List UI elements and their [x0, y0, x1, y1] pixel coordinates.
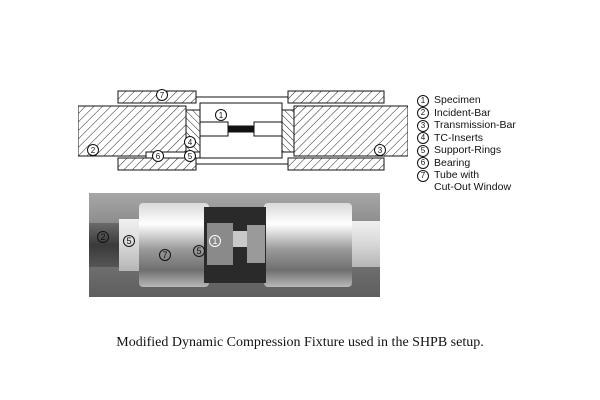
photo-label-specimen: 1: [209, 235, 221, 247]
tc-insert-mid-left: [199, 121, 229, 137]
legend-label: Specimen: [434, 94, 481, 106]
photo-label-incident-bar: 2: [97, 231, 109, 243]
tube-top-right: [287, 90, 385, 104]
legend-label: Transmission-Bar: [434, 119, 516, 131]
legend-number: 2: [417, 107, 429, 119]
legend-item: 6 Bearing: [417, 156, 587, 169]
cross-section-svg: [77, 90, 409, 171]
legend-item: 3 Transmission-Bar: [417, 119, 587, 132]
legend-item: 1 Specimen: [417, 94, 587, 107]
legend-number: 3: [417, 119, 429, 132]
photo-insert-right: [247, 225, 265, 263]
fixture-photo: 2 5 7 5 1: [89, 193, 380, 297]
photo-specimen: [233, 231, 247, 247]
photo-tube-right: [264, 203, 352, 287]
photo-label-bearing: 5: [193, 245, 205, 257]
photo-tube-left: [139, 203, 209, 287]
drawing-label-incident-bar: 2: [87, 144, 99, 156]
tc-insert-mid-right: [253, 121, 283, 137]
legend-item: 7 Tube with Cut-Out Window: [417, 169, 587, 194]
legend-label: TC-Inserts: [434, 131, 484, 144]
window-outline: [199, 102, 283, 159]
figure-caption: Modified Dynamic Compression Fixture use…: [116, 335, 484, 350]
cross-section-drawing: 1 2 3 4 5 6 7: [77, 88, 409, 180]
photo-label-support-ring: 5: [123, 235, 135, 247]
legend-item: 2 Incident-Bar: [417, 106, 587, 119]
drawing-label-tc-insert: 4: [184, 136, 196, 148]
legend-number: 1: [417, 94, 429, 107]
drawing-label-specimen: 1: [215, 109, 227, 121]
legend-item: 4 TC-Inserts: [417, 131, 587, 144]
specimen-shape: [227, 125, 255, 133]
photo-label-tube: 7: [159, 249, 171, 261]
legend-number: 4: [417, 132, 429, 144]
legend-item: 5 Support-Rings: [417, 144, 587, 157]
legend-label: Tube with Cut-Out Window: [434, 169, 512, 194]
tube-bottom-right: [287, 157, 385, 171]
drawing-label-tube: 7: [156, 89, 168, 101]
legend-label: Bearing: [434, 156, 471, 169]
legend-number: 5: [417, 144, 429, 157]
legend-label: Incident-Bar: [434, 106, 491, 119]
fixture-photo-svg: [89, 193, 380, 297]
drawing-label-bearing: 6: [152, 150, 164, 162]
drawing-label-support-ring: 5: [184, 150, 196, 162]
tc-insert-right-shape: [281, 109, 295, 153]
legend-number: 7: [417, 169, 429, 182]
legend-label: Support-Rings: [434, 144, 502, 156]
transmission-bar-shape: [293, 105, 409, 157]
drawing-label-transmission-bar: 3: [374, 144, 386, 156]
photo-transmission-bar: [349, 221, 380, 267]
legend-number: 6: [417, 157, 429, 169]
